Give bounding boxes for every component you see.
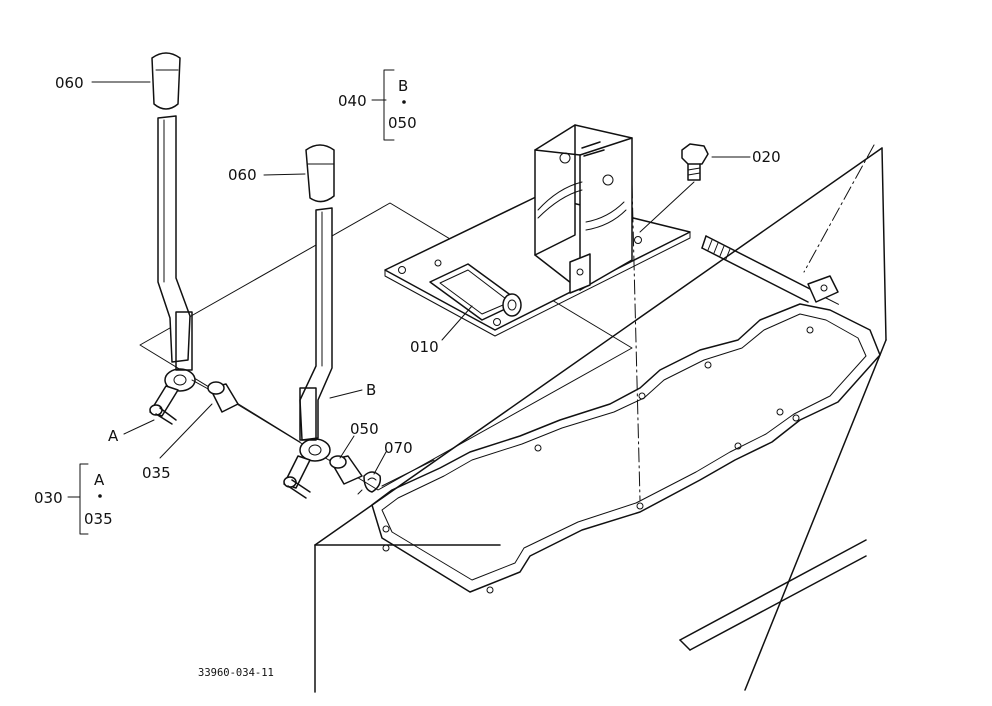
label-b: B	[366, 381, 376, 399]
group-030-number: 030	[34, 489, 63, 507]
group-030-item-a: A	[94, 471, 105, 489]
group-030-item-b: 035	[84, 510, 113, 528]
lever-shaft	[191, 379, 435, 487]
center-lines	[631, 144, 875, 501]
shift-lever-a	[149, 52, 196, 425]
transmission-case	[314, 147, 887, 693]
group-040-item-b: 050	[388, 114, 417, 132]
snap-ring-070	[357, 471, 382, 495]
group-brackets	[79, 69, 406, 535]
shift-lever-b	[283, 144, 335, 499]
leader-lines	[67, 81, 751, 498]
group-040-number: 040	[338, 92, 367, 110]
gasket	[371, 303, 881, 594]
shift-rod	[701, 235, 839, 303]
label-020: 020	[752, 148, 781, 166]
collar-035	[207, 381, 239, 413]
label-050: 050	[350, 420, 379, 438]
label-070: 070	[384, 439, 413, 457]
bolt	[639, 143, 709, 233]
label-035: 035	[142, 464, 171, 482]
label-060-right: 060	[228, 166, 257, 184]
label-060-left: 060	[55, 74, 84, 92]
group-040-item-a: B	[398, 77, 408, 95]
collar-050	[329, 455, 363, 485]
label-a: A	[108, 427, 119, 445]
gasket-bolt-holes	[382, 326, 814, 594]
drawing-number: 33960-034-11	[198, 667, 274, 679]
lever-guide-plate	[139, 124, 691, 491]
label-010: 010	[410, 338, 439, 356]
